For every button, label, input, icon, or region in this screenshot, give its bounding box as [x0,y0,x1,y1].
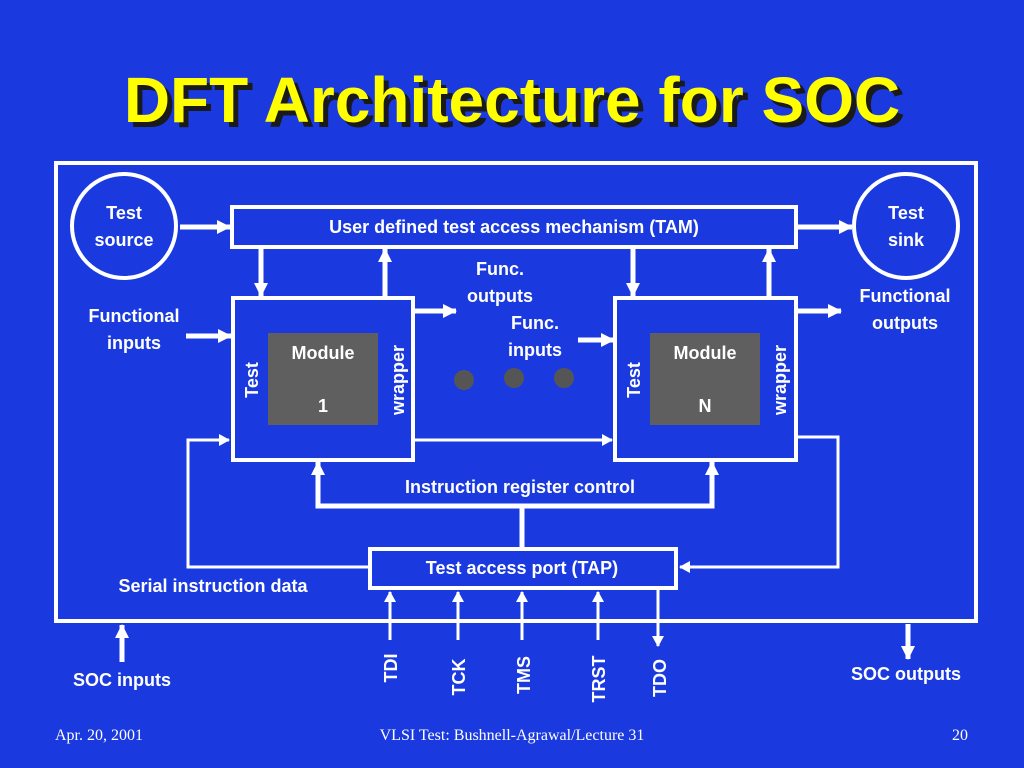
wrapper-n-box [613,296,798,462]
tck-pin-label: TCK [449,659,469,696]
wrapper-n-wrapper-label: wrapper [770,345,790,416]
footer-date: Apr. 20, 2001 [55,727,143,744]
test-sink-label-2: sink [888,230,925,250]
ellipsis-dot-1 [454,370,474,390]
func-inputs-label-2: inputs [508,340,562,360]
serial-chain-right [679,435,840,573]
ellipsis-dot-3 [554,368,574,388]
wrapper-1-test-label: Test [242,362,262,398]
instruction-register-label: Instruction register control [405,477,635,497]
slide-title: DFT Architecture for SOC [123,64,901,136]
test-source-label-2: source [94,230,153,250]
module-n-box [650,333,760,425]
tms-pin-label: TMS [514,656,534,694]
wrapper-n-test-label: Test [624,362,644,398]
functional-outputs-label-2: outputs [872,313,938,333]
wrapper-1-box [231,296,415,462]
ellipsis-dot-2 [504,368,524,388]
func-outputs-label-2: outputs [467,286,533,306]
test-source-circle [70,172,178,280]
tam-label: User defined test access mechanism (TAM) [329,217,699,237]
module-1-id: 1 [318,396,328,416]
func-inputs-label-1: Func. [511,313,559,333]
functional-inputs-label-1: Functional [89,306,180,326]
trst-pin-label: TRST [589,656,609,703]
tdi-pin-label: TDI [381,654,401,683]
footer-course: VLSI Test: Bushnell-Agrawal/Lecture 31 [379,727,645,744]
soc-boundary [54,161,978,623]
tdo-pin-label: TDO [650,659,670,697]
test-sink-label-1: Test [888,203,924,223]
serial-instruction-data-label: Serial instruction data [118,576,308,596]
footer-page-number: 20 [952,727,968,744]
module-n-id: N [699,396,712,416]
module-1-box [268,333,378,425]
tap-label: Test access port (TAP) [426,558,618,578]
test-source-label-1: Test [106,203,142,223]
functional-inputs-label-2: inputs [107,333,161,353]
wrapper-1-wrapper-label: wrapper [388,345,408,416]
soc-inputs-label: SOC inputs [73,670,171,690]
test-sink-circle [852,172,960,280]
tam-box [230,205,798,249]
func-outputs-label-1: Func. [476,259,524,279]
functional-outputs-label-1: Functional [860,286,951,306]
soc-outputs-label: SOC outputs [851,664,961,684]
module-n-word: Module [674,343,737,363]
module-1-word: Module [292,343,355,363]
serial-chain-left [186,434,370,569]
